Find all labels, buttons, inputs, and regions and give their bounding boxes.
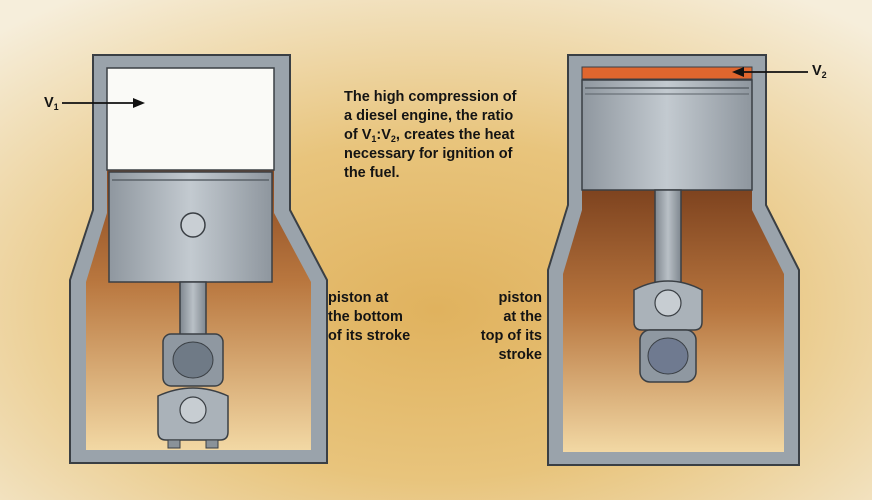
v2-label: V2	[812, 63, 827, 80]
v1-label: V1	[44, 95, 59, 112]
v1-chamber	[106, 67, 275, 171]
caption-line: necessary for ignition of	[344, 146, 513, 162]
label-line: at the	[503, 309, 542, 325]
piston-bottom-label: piston at the bottom of its stroke	[328, 289, 438, 346]
left-cylinder	[69, 54, 328, 464]
right-cylinder	[547, 54, 800, 466]
right-connecting-rod	[654, 189, 682, 291]
caption-line: of V1:V2, creates the heat	[344, 127, 515, 144]
label-line: piston at	[328, 290, 389, 306]
compression-caption: The high compression of a diesel engine,…	[344, 88, 534, 183]
left-piston-pin	[180, 212, 206, 238]
label-line: the bottom	[328, 309, 403, 325]
label-line: of its stroke	[328, 328, 411, 344]
label-line: piston	[498, 290, 543, 306]
v2-chamber	[581, 66, 753, 80]
right-piston	[581, 79, 753, 191]
caption-line: The high compression of	[344, 89, 517, 105]
label-line: top of its	[480, 328, 542, 344]
caption-line: the fuel.	[344, 165, 400, 181]
v1-arrow	[62, 98, 145, 108]
v2-arrow	[732, 67, 808, 77]
label-line: stroke	[498, 347, 542, 363]
caption-line: a diesel engine, the ratio	[344, 108, 514, 124]
piston-top-label: piston at the top of its stroke	[470, 289, 542, 365]
